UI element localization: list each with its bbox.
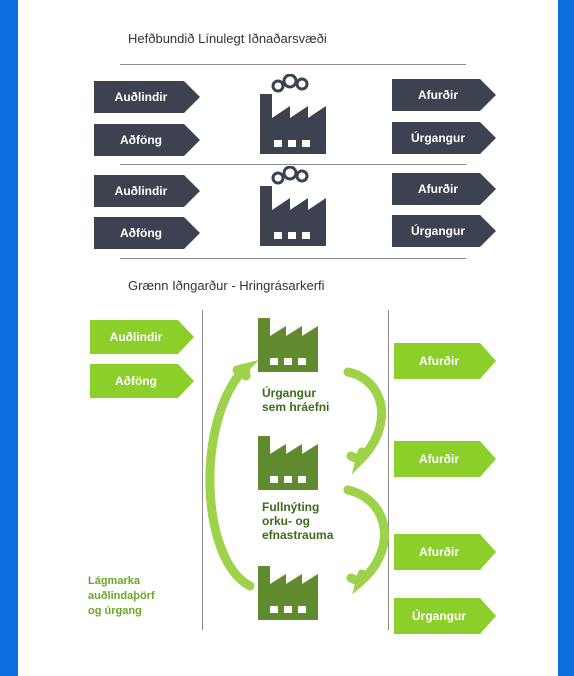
output-arrow-products-2: Afurðir	[392, 173, 496, 205]
output-arrow-products-1: Afurðir	[392, 79, 496, 111]
input-arrow-resources-2: Auðlindir	[94, 175, 200, 207]
input-arrow-resources-green: Auðlindir	[90, 320, 194, 354]
factory-icon	[258, 165, 342, 253]
curve-arrow-up	[205, 359, 260, 591]
output-arrow-products-green-1: Afurðir	[394, 343, 496, 379]
input-arrow-supplies-2: Aðföng	[94, 217, 200, 249]
output-arrow-waste-1: Úrgangur	[392, 122, 496, 154]
input-arrow-supplies-green: Aðföng	[90, 364, 194, 398]
label-full-utilization: Fullnýting orku- og efnastrauma	[262, 500, 333, 542]
divider-middle	[120, 164, 466, 165]
factory-icon-green	[256, 566, 326, 625]
label-waste-as-raw-line1: Úrgangur	[262, 386, 316, 400]
output-arrow-waste-green: Úrgangur	[394, 598, 496, 634]
linear-title: Hefðbundið Línulegt Iðnaðarsvæði	[128, 31, 327, 46]
divider-left-vertical	[202, 310, 203, 630]
divider-top	[120, 64, 466, 65]
minimize-note: Lágmarka auðlindaþörf og úrgang	[88, 574, 155, 619]
input-arrow-resources-1: Auðlindir	[94, 81, 200, 113]
minimize-note-line2: auðlindaþörf	[88, 590, 155, 602]
factory-icon-green	[256, 318, 326, 377]
divider-right-vertical	[388, 310, 389, 630]
label-waste-as-raw-line2: sem hráefni	[262, 400, 330, 414]
factory-icon-green	[256, 436, 326, 495]
output-arrow-products-green-3: Afurðir	[394, 534, 496, 570]
label-full-utilization-line3: efnastrauma	[262, 528, 334, 542]
minimize-note-line3: og úrgang	[88, 605, 142, 617]
label-full-utilization-line1: Fullnýting	[262, 500, 320, 514]
curve-arrow-down-1	[343, 367, 387, 475]
factory-icon	[258, 73, 342, 161]
label-full-utilization-line2: orku- og	[262, 514, 310, 528]
input-arrow-supplies-1: Aðföng	[94, 124, 200, 156]
label-waste-as-raw: Úrgangur sem hráefni	[262, 386, 329, 414]
circular-title: Grænn Iðngarður - Hringrásarkerfi	[128, 278, 325, 293]
output-arrow-waste-2: Úrgangur	[392, 215, 496, 247]
divider-bottom	[120, 258, 466, 259]
minimize-note-line1: Lágmarka	[88, 575, 140, 587]
curve-arrow-down-2	[343, 485, 389, 595]
right-border-strip	[558, 0, 574, 676]
output-arrow-products-green-2: Afurðir	[394, 441, 496, 477]
